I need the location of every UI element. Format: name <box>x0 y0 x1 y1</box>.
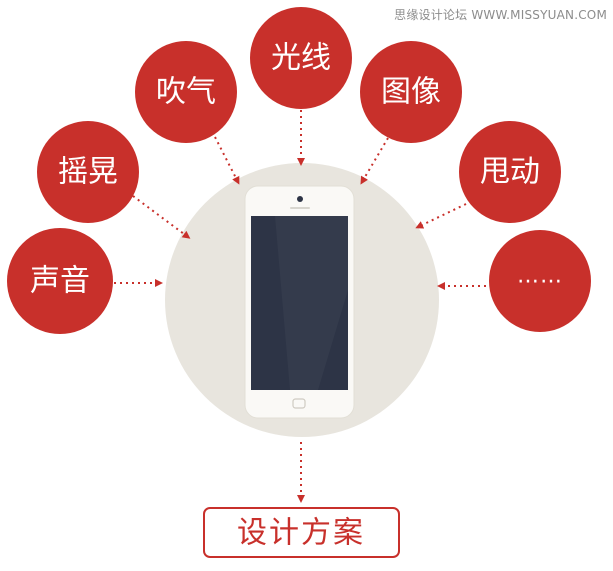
phone-illustration <box>244 185 355 419</box>
input-label-tuxiang: 图像 <box>381 75 441 110</box>
outcome-box: 设计方案 <box>203 507 400 558</box>
input-label-yaohuang: 摇晃 <box>58 155 118 190</box>
watermark: 思缘设计论坛 WWW.MISSYUAN.COM <box>394 8 607 22</box>
input-label-chuiqi: 吹气 <box>156 75 216 110</box>
phone-speaker <box>290 207 310 209</box>
phone-home-button <box>292 398 306 409</box>
input-bubble-shuaidong: 甩动 <box>459 121 561 223</box>
input-bubble-guangxian: 光线 <box>250 7 352 109</box>
input-bubble-tuxiang: 图像 <box>360 41 462 143</box>
input-bubble-shengyin: 声音 <box>7 228 113 334</box>
input-label-guangxian: 光线 <box>271 41 331 76</box>
phone-screen <box>251 216 348 390</box>
outcome-label: 设计方案 <box>237 516 365 551</box>
input-label-more: …… <box>517 264 563 289</box>
input-arrows <box>114 110 492 290</box>
arrow-tuxiang <box>360 137 389 185</box>
input-bubble-chuiqi: 吹气 <box>135 41 237 143</box>
arrow-chuiqi <box>214 136 240 185</box>
input-label-shengyin: 声音 <box>30 264 90 299</box>
phone-camera <box>297 196 303 202</box>
input-bubble-more: …… <box>489 230 591 332</box>
arrow-yaohuang <box>132 195 191 239</box>
arrow-shuaidong <box>415 203 467 229</box>
input-label-shuaidong: 甩动 <box>480 155 540 190</box>
input-bubble-yaohuang: 摇晃 <box>37 121 139 223</box>
